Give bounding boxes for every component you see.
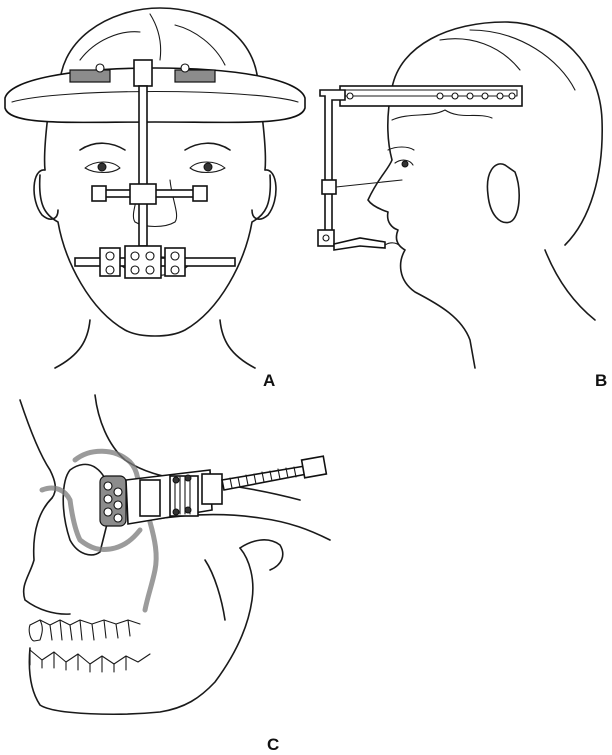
panel-b-lateral-view — [317, 21, 603, 369]
panel-label-b: B — [595, 371, 608, 390]
panel-label-a: A — [263, 371, 276, 390]
panel-label-c: C — [267, 735, 280, 754]
panel-a-frontal-view — [4, 7, 306, 369]
panel-c-skull-distractor-view — [19, 394, 331, 715]
